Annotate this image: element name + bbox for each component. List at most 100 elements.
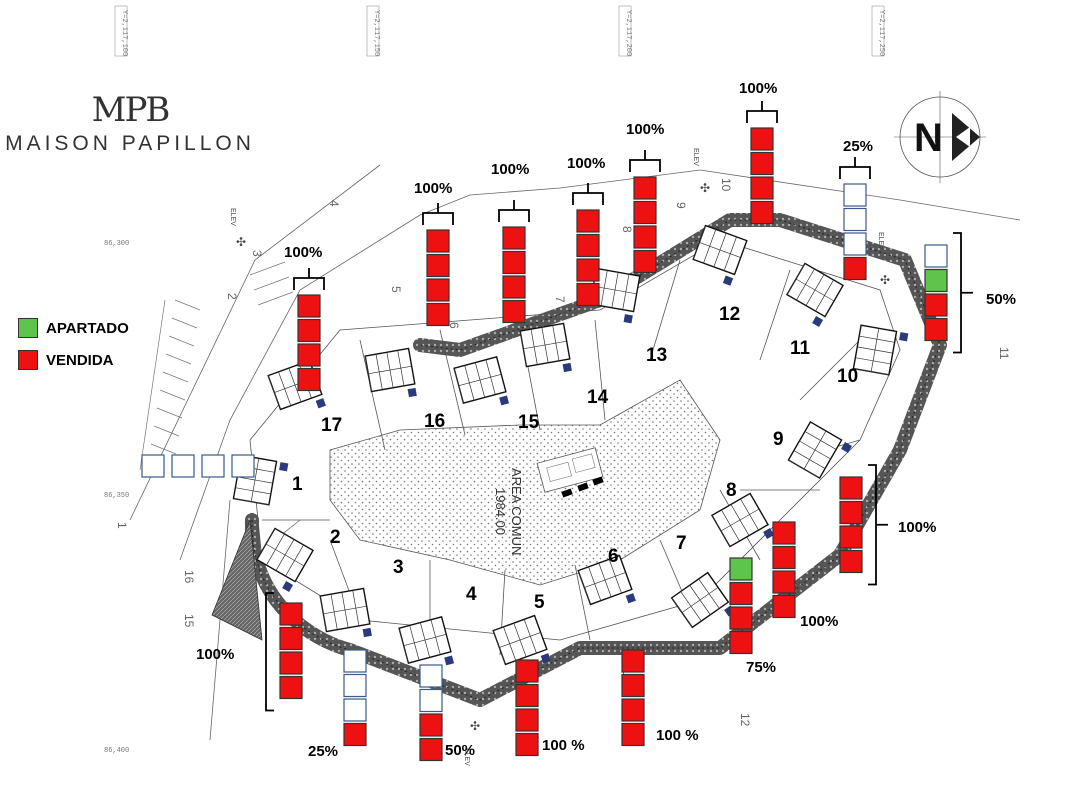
elevation-marker-icon: ✣ xyxy=(700,181,710,195)
unit-square-sold xyxy=(576,209,600,233)
lot-number: 4 xyxy=(466,584,477,605)
parking-spot-icon xyxy=(623,314,633,324)
status-legend: APARTADO VENDIDA xyxy=(18,318,129,382)
grid-label: 86,350 xyxy=(104,492,129,500)
lot-number: 11 xyxy=(790,338,811,359)
street-number: 15 xyxy=(182,614,196,628)
sales-percent-label: 50% xyxy=(445,742,475,759)
grid-label: Y=2,117,100 xyxy=(120,10,128,56)
building-wall xyxy=(267,375,281,410)
unit-square-sold xyxy=(750,127,774,151)
unit-square-available xyxy=(343,649,367,673)
unit-square-sold xyxy=(839,525,863,549)
unit-square-sold xyxy=(279,651,303,675)
parking-spot-icon xyxy=(499,395,510,406)
sales-percent-label: 100% xyxy=(196,646,234,663)
bracket xyxy=(746,101,778,123)
building-wall xyxy=(795,278,835,302)
unit-square-sold xyxy=(772,521,796,545)
unit-square-sold xyxy=(633,200,657,225)
elevation-label: ELEV xyxy=(229,208,236,226)
street-number: 16 xyxy=(182,570,196,584)
unit-square-sold xyxy=(419,713,443,737)
elevation-marker-icon: ✣ xyxy=(470,719,480,733)
building-footprint xyxy=(577,554,636,606)
parking-spot-icon xyxy=(444,655,455,666)
unit-square-available xyxy=(419,688,443,713)
unit-square-available xyxy=(843,183,867,207)
road-edge xyxy=(251,219,941,701)
unit-square-sold xyxy=(343,722,367,747)
building-wall xyxy=(870,328,880,372)
parking-spot-icon xyxy=(540,653,551,664)
street-number: 11 xyxy=(997,347,1011,360)
unit-square-available xyxy=(343,698,367,722)
bracket xyxy=(572,183,604,205)
building-wall xyxy=(398,628,409,664)
unit-square-sold xyxy=(750,151,774,176)
unit-square-sold xyxy=(279,626,303,651)
unit-square-sold xyxy=(515,659,539,683)
unit-square-sold xyxy=(772,570,796,594)
street-number: 2 xyxy=(225,293,239,300)
building-wall xyxy=(699,242,741,258)
grid-tag-box xyxy=(366,5,380,57)
building-footprint xyxy=(519,322,572,373)
lot-number: 6 xyxy=(608,546,619,567)
grid-label: Y=2,117,250 xyxy=(877,10,885,56)
legend-item-sold: VENDIDA xyxy=(18,350,129,370)
parking-spot-icon xyxy=(407,387,417,398)
elevation-label: ELEV xyxy=(877,232,884,250)
unit-square-available xyxy=(924,244,948,268)
unit-square-sold xyxy=(924,293,948,317)
building-footprints xyxy=(232,224,909,666)
unit-square-sold xyxy=(729,581,753,606)
sales-percent-label: 75% xyxy=(746,659,776,676)
parking-stalls xyxy=(139,261,294,471)
sales-percent-label: 100% xyxy=(284,244,322,261)
unit-square-available xyxy=(201,454,225,478)
parking-spot-icon xyxy=(279,462,289,472)
sales-percent-label: 100% xyxy=(491,161,529,178)
building-wall xyxy=(523,340,567,350)
parking-units xyxy=(141,454,255,478)
unit-square-sold xyxy=(419,737,443,762)
unit-square-sold xyxy=(426,253,450,278)
unit-square-reserved xyxy=(729,557,753,581)
building-wall xyxy=(593,285,637,295)
sales-percent-label: 100% xyxy=(739,80,777,97)
survey-grid: Y=2,117,100 Y=2,117,150 Y=2,117,200 Y=2,… xyxy=(104,5,885,755)
unit-square-available xyxy=(843,232,867,256)
unit-square-sold xyxy=(515,708,539,732)
lot-number: 16 xyxy=(424,411,445,432)
unit-square-sold xyxy=(839,500,863,525)
building-wall xyxy=(250,458,260,502)
building-wall xyxy=(233,498,269,506)
street-number: 6 xyxy=(447,322,461,329)
unit-square-sold xyxy=(279,675,303,700)
compass-letter: N xyxy=(914,116,943,160)
brand-monogram: MPB xyxy=(91,90,171,130)
legend-label: APARTADO xyxy=(46,319,129,337)
lot-number: 1 xyxy=(292,474,303,495)
building-footprint xyxy=(787,420,852,480)
unit-square-sold xyxy=(502,275,526,299)
parking-spot-icon xyxy=(899,332,909,342)
unit-square-sold xyxy=(576,233,600,258)
lot-number: 17 xyxy=(321,415,342,436)
unit-square-sold xyxy=(297,294,321,318)
building-footprint xyxy=(255,527,315,592)
bracket xyxy=(839,157,871,179)
bracket xyxy=(293,268,325,290)
grid-label: Y=2,117,150 xyxy=(372,10,380,56)
elevation-marker-icon: ✣ xyxy=(236,235,246,249)
unit-square-sold xyxy=(426,302,450,327)
unit-square-available xyxy=(419,664,443,688)
elevation-label: ELEV xyxy=(692,148,699,166)
building-wall xyxy=(265,543,305,567)
street-number: 10 xyxy=(719,178,733,192)
unit-square-sold xyxy=(502,299,526,324)
sales-percent-label: 100 % xyxy=(656,727,699,744)
unit-square-sold xyxy=(502,226,526,250)
sales-percent-label: 100% xyxy=(898,519,936,536)
